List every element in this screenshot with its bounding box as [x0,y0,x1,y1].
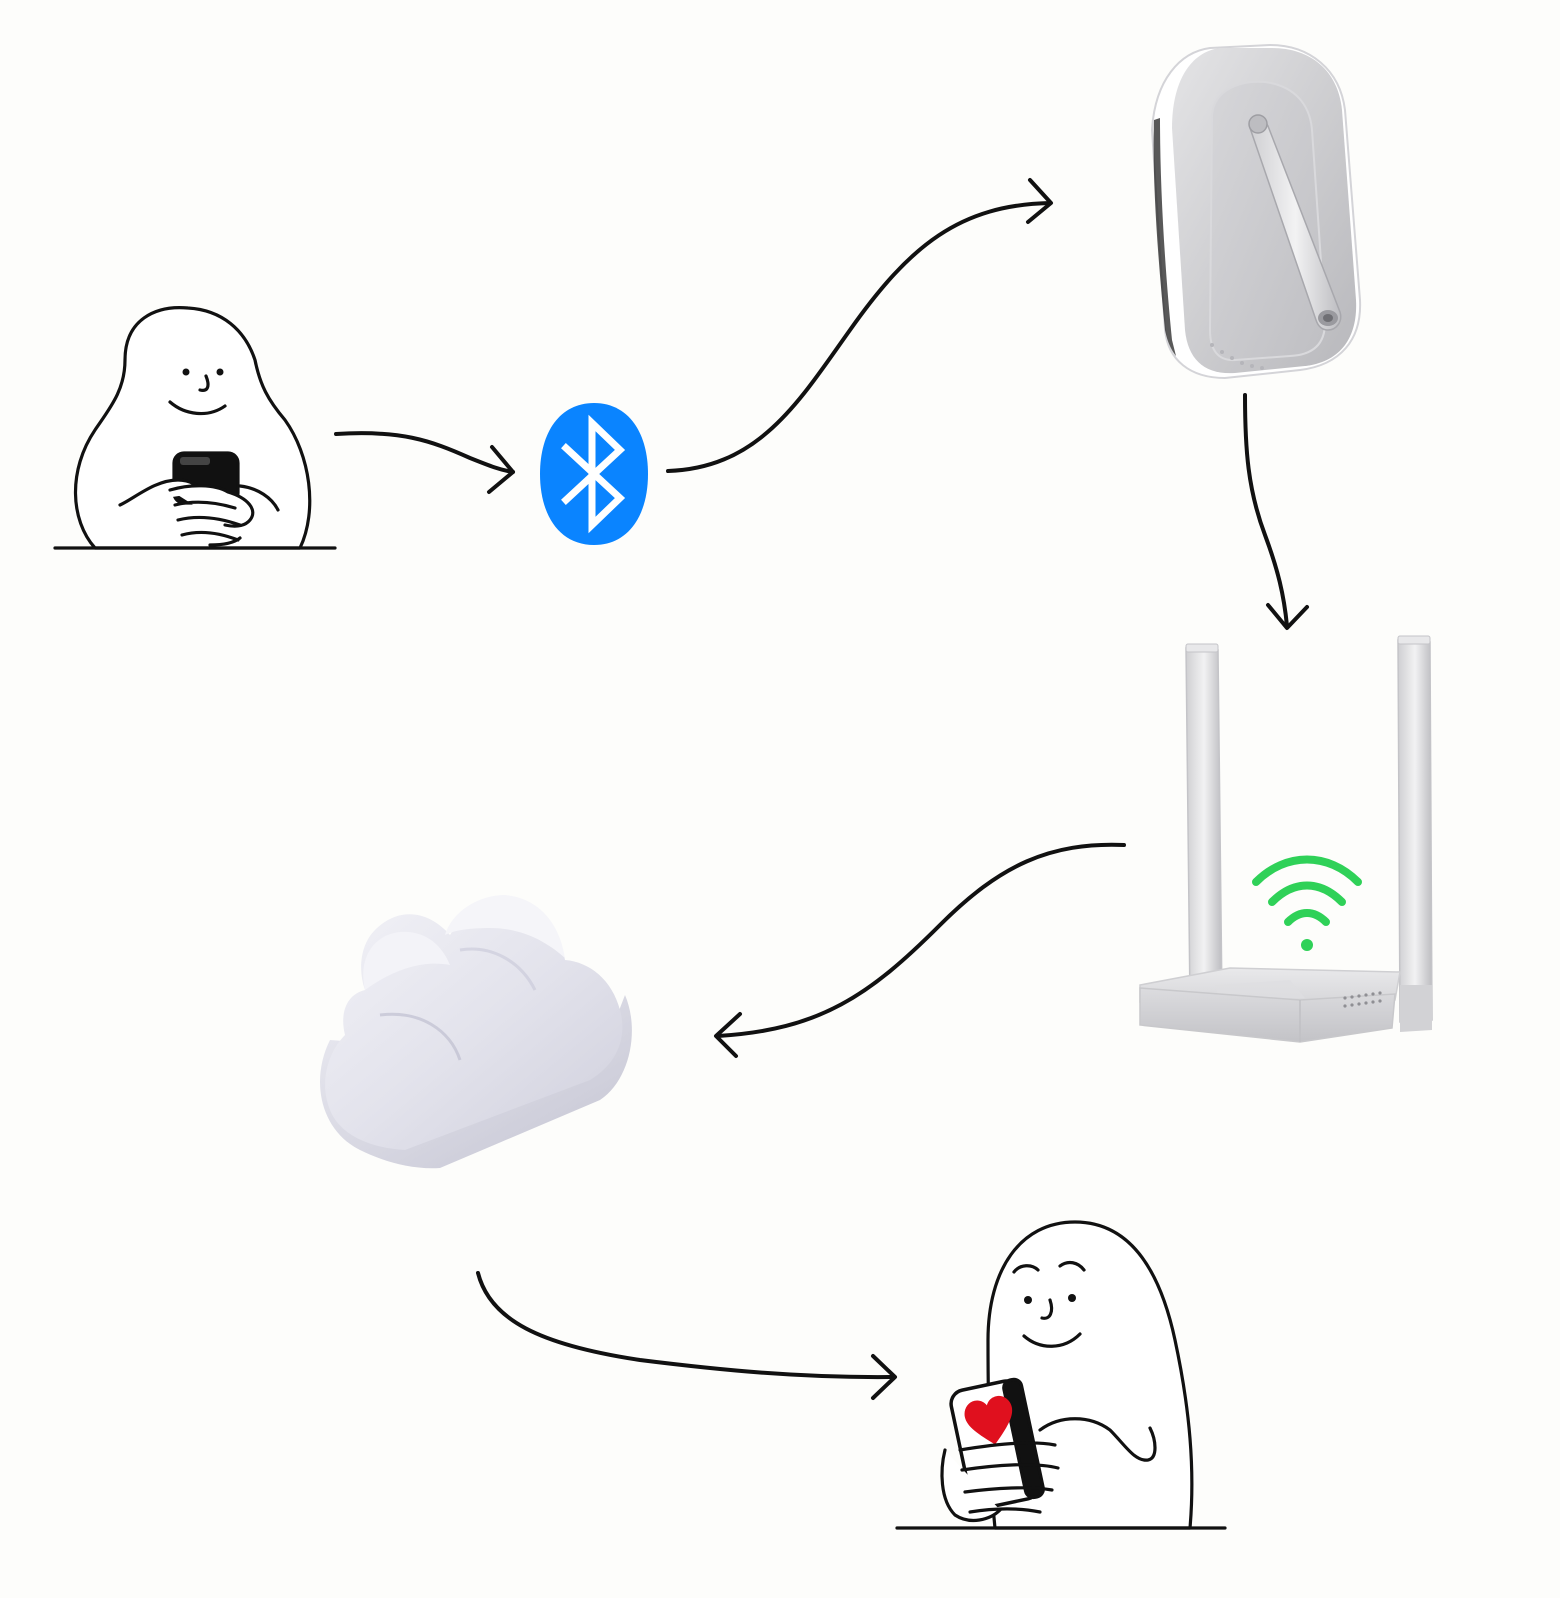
cloud-icon [320,895,632,1169]
wifi-signal-icon [1252,855,1362,951]
wifi-router-icon [1139,635,1433,1043]
arrow-cloud-to-receiver [476,1271,895,1380]
arrow-gateway-to-router [1243,393,1289,628]
person-with-phone-icon [53,306,337,550]
person-with-phone-heart-icon [895,1220,1227,1530]
bluetooth-icon [540,403,648,545]
ble-gateway-device-icon [1150,43,1362,380]
arrow-router-to-cloud [716,842,1126,1038]
arrow-bluetooth-to-gateway [666,201,1052,473]
arrow-person-to-bluetooth [334,431,515,474]
flow-arrows [334,178,1309,1400]
